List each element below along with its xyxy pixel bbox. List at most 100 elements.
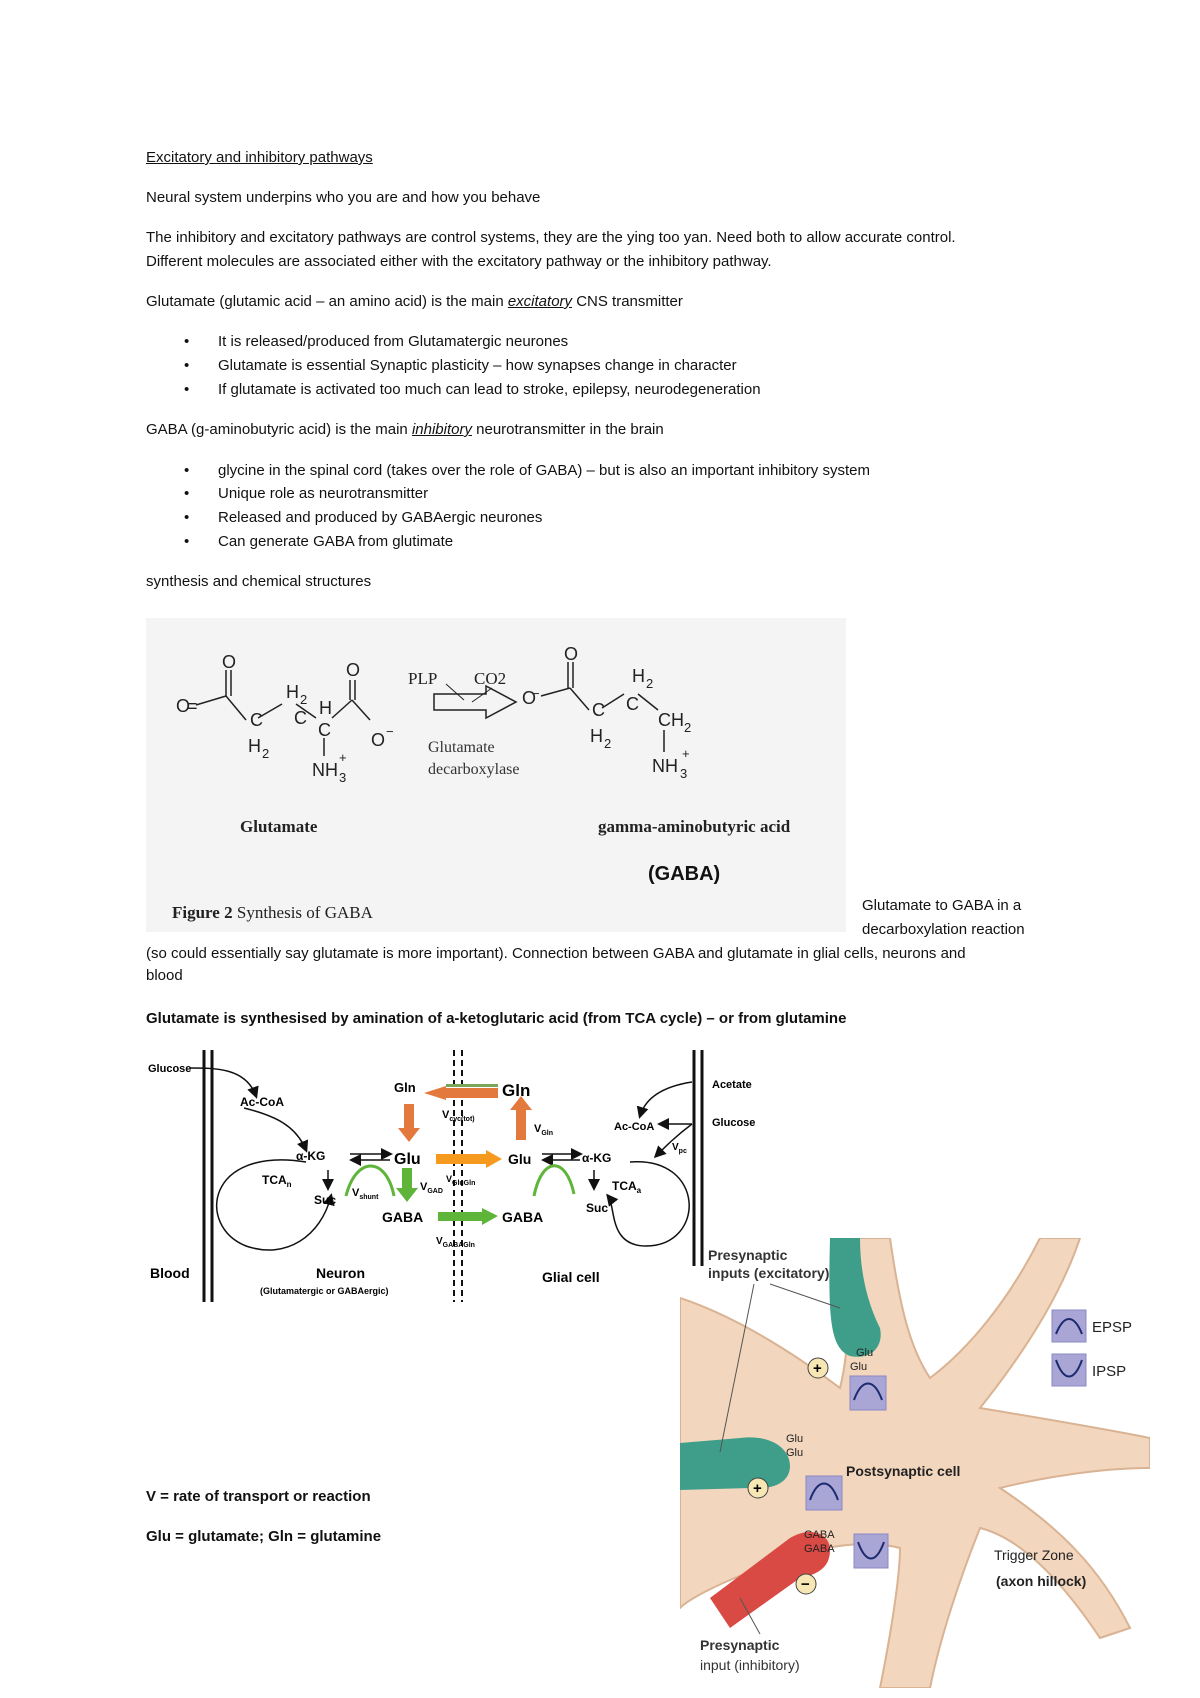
v-gad: VGAD bbox=[420, 1181, 443, 1195]
paragraph-glutamate: Glutamate (glutamic acid – an amino acid… bbox=[146, 293, 683, 310]
plus-sign: + bbox=[813, 1360, 822, 1377]
svg-text:O: O bbox=[522, 688, 536, 708]
gaba-label: GABA bbox=[804, 1543, 835, 1555]
presynaptic-excitatory-line1: Presynaptic bbox=[708, 1247, 788, 1263]
glu-transfer-arrow bbox=[436, 1154, 486, 1164]
blood-brain-membrane bbox=[202, 1050, 214, 1302]
v-shunt: Vshunt bbox=[352, 1187, 379, 1201]
glial-label: Glial cell bbox=[542, 1269, 600, 1285]
plus-icon bbox=[747, 1477, 769, 1499]
list-item: Released and produced by GABAergic neuro… bbox=[184, 508, 542, 527]
side-note-line2: decarboxylation reaction bbox=[862, 921, 1025, 938]
svg-text:H: H bbox=[319, 698, 332, 718]
postsynaptic-diagram: + + − Presynaptic inputs (excitatory) EP… bbox=[679, 1237, 1151, 1689]
trigger-zone-line2: (axon hillock) bbox=[996, 1573, 1086, 1589]
psp-waveforms bbox=[809, 1318, 1083, 1560]
gaba-structure bbox=[540, 662, 665, 752]
paragraph-neural-system: Neural system underpins who you are and … bbox=[146, 189, 541, 206]
svg-text:H: H bbox=[590, 726, 603, 746]
gln-to-glu-arrow bbox=[404, 1104, 414, 1128]
tca-cycle-neuron bbox=[215, 1159, 335, 1251]
gln-transfer-arrow bbox=[446, 1088, 498, 1098]
svg-text:H: H bbox=[248, 736, 261, 756]
svg-text:C: C bbox=[250, 710, 263, 730]
minus-icon bbox=[795, 1573, 817, 1595]
co2-label: CO2 bbox=[474, 669, 506, 688]
tca-neuron: TCAn bbox=[262, 1173, 292, 1189]
svg-text:2: 2 bbox=[262, 746, 269, 761]
svg-text:=: = bbox=[187, 696, 198, 716]
paragraph-control-line2: Different molecules are associated eithe… bbox=[146, 253, 772, 270]
akg-neuron: α-KG bbox=[296, 1149, 325, 1163]
gaba-glial: GABA bbox=[502, 1209, 543, 1225]
glu-to-gln-arrow bbox=[516, 1110, 526, 1140]
glu-label: Glu bbox=[786, 1433, 803, 1445]
svg-text:−: − bbox=[386, 724, 394, 739]
list-item: Unique role as neurotransmitter bbox=[184, 484, 428, 503]
list-item: Can generate GABA from glutimate bbox=[184, 532, 453, 551]
ipsp-label: IPSP bbox=[1092, 1363, 1126, 1380]
plus-sign: + bbox=[753, 1480, 762, 1497]
svg-text:+: + bbox=[682, 746, 690, 761]
paragraph-continuation-line1: (so could essentially say glutamate is m… bbox=[146, 945, 966, 962]
minus-sign: − bbox=[801, 1576, 810, 1593]
gaba-abbr: (GABA) bbox=[648, 863, 720, 885]
paragraph-glutamate-synthesis: Glutamate is synthesised by amination of… bbox=[146, 1010, 847, 1027]
svg-text:CH: CH bbox=[658, 710, 684, 730]
enzyme-label-line2: decarboxylase bbox=[428, 761, 520, 778]
svg-text:3: 3 bbox=[680, 766, 687, 781]
glu-to-gaba-arrow bbox=[402, 1168, 412, 1188]
svg-text:C: C bbox=[626, 694, 639, 714]
svg-text:2: 2 bbox=[300, 692, 307, 707]
svg-text:−: − bbox=[532, 686, 540, 701]
svg-text:H: H bbox=[632, 666, 645, 686]
pc-arrow bbox=[653, 1123, 693, 1159]
blood-label: Blood bbox=[150, 1265, 190, 1281]
gaba-transfer-head bbox=[482, 1208, 498, 1225]
figure-caption: Figure 2 Synthesis of GABA bbox=[172, 903, 374, 922]
glucose-arrow bbox=[189, 1067, 259, 1099]
emphasis-inhibitory: inhibitory bbox=[411, 421, 472, 438]
plp-label: PLP bbox=[408, 669, 437, 688]
presynaptic-inhibitory-line2: input (inhibitory) bbox=[700, 1657, 800, 1673]
svg-text:C: C bbox=[294, 708, 307, 728]
gln-neuron: Gln bbox=[394, 1080, 416, 1095]
plus-icon bbox=[807, 1357, 829, 1379]
acetate-arrow bbox=[636, 1081, 693, 1119]
inhibitory-terminal bbox=[710, 1531, 830, 1628]
enzyme-label-line1: Glutamate bbox=[428, 739, 495, 756]
excitatory-terminal-1 bbox=[829, 1238, 881, 1357]
glu-to-gln-head bbox=[510, 1096, 532, 1110]
v-cyc: Vcyc(tot) bbox=[442, 1109, 475, 1123]
acoa-neuron: Ac-CoA bbox=[240, 1095, 284, 1109]
svg-text:+: + bbox=[339, 750, 347, 765]
v-gabagln: VGABAGln bbox=[436, 1236, 475, 1249]
epsp-label: EPSP bbox=[1092, 1319, 1132, 1336]
trigger-zone-line1: Trigger Zone bbox=[994, 1547, 1074, 1563]
glu-neuron: Glu bbox=[394, 1151, 421, 1168]
gaba-transfer-arrow bbox=[438, 1212, 482, 1221]
list-item: glycine in the spinal cord (takes over t… bbox=[184, 461, 870, 480]
svg-text:H: H bbox=[286, 682, 299, 702]
acoa-arrow bbox=[243, 1107, 309, 1153]
gaba-full-name: gamma-aminobutyric acid bbox=[598, 817, 791, 836]
acetate-label: Acetate bbox=[712, 1079, 752, 1091]
shunt-arrow bbox=[344, 1164, 396, 1197]
glu-label: Glu bbox=[786, 1447, 803, 1459]
svg-text:C: C bbox=[592, 700, 605, 720]
label-leaders bbox=[719, 1283, 841, 1635]
excitatory-terminal-2 bbox=[680, 1437, 790, 1490]
gaba-label: GABA bbox=[804, 1529, 835, 1541]
glucose-glial-label: Glucose bbox=[712, 1117, 755, 1129]
svg-text:NH: NH bbox=[652, 756, 678, 776]
glutamate-structure bbox=[195, 670, 371, 756]
svg-text:2: 2 bbox=[646, 676, 653, 691]
paragraph-continuation-line2: blood bbox=[146, 967, 183, 984]
figure-glutamate-cycle: Glucose Ac-CoA α-KG TCAn Suc Glu Vshunt … bbox=[146, 1046, 756, 1304]
synaptic-cleft bbox=[453, 1050, 463, 1302]
glutamate-name: Glutamate bbox=[240, 817, 318, 836]
glutamate-cycle-diagram: Glucose Ac-CoA α-KG TCAn Suc Glu Vshunt … bbox=[148, 1050, 755, 1302]
